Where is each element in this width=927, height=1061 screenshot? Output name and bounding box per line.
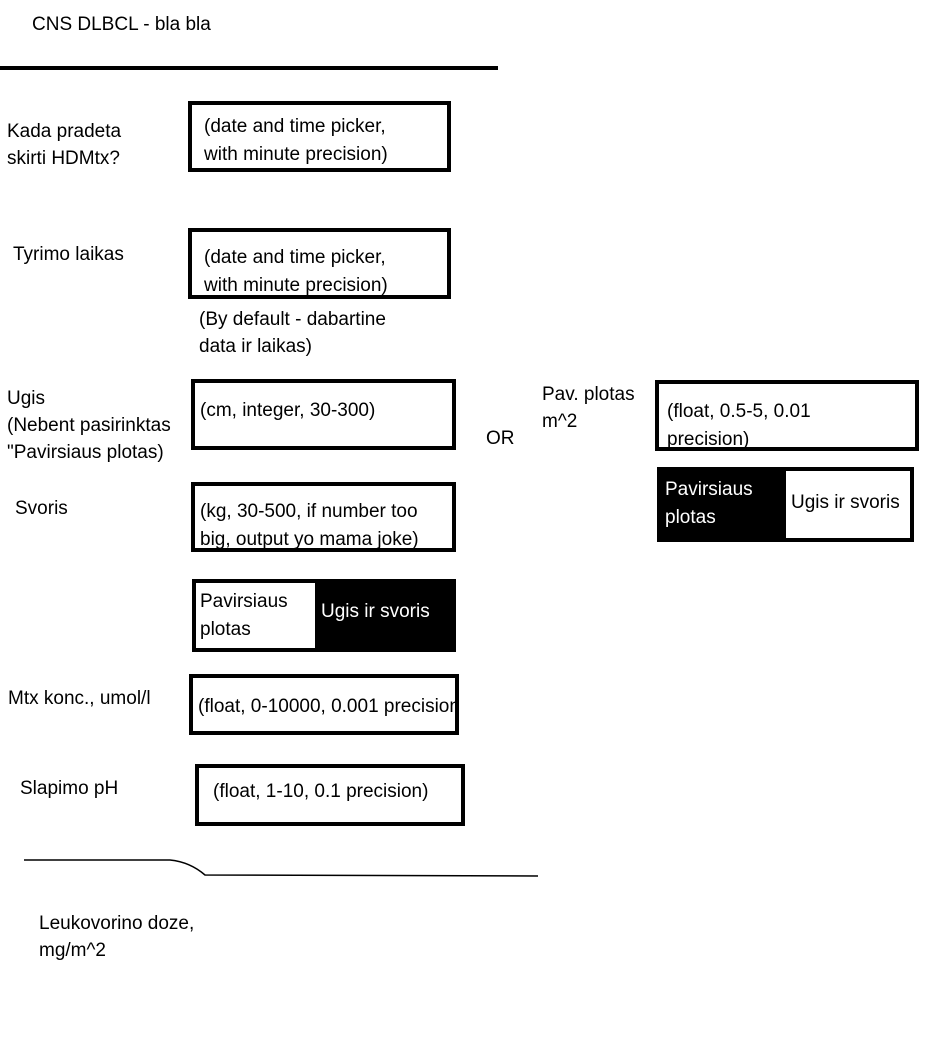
surface-mode-toggle-right[interactable]: Pavirsiaus plotas Ugis ir svoris	[657, 467, 914, 542]
weight-label: Svoris	[15, 498, 68, 519]
start-time-label: Kada pradeta skirti HDMtx?	[7, 121, 122, 169]
section-divider	[24, 859, 539, 877]
toggle-right-surface-option[interactable]: Pavirsiaus plotas	[661, 471, 786, 538]
start-time-picker[interactable]: (date and time picker, with minute preci…	[188, 101, 451, 172]
area-input[interactable]: (float, 0.5-5, 0.01 precision)	[655, 380, 919, 451]
test-time-placeholder: (date and time picker, with minute preci…	[204, 247, 388, 296]
weight-placeholder: (kg, 30-500, if number too big, output y…	[200, 501, 419, 550]
mtx-input[interactable]	[189, 674, 459, 735]
height-label: Ugis (Nebent pasirinktas "Pavirsiaus plo…	[7, 388, 171, 463]
page-title: CNS DLBCL - bla bla	[32, 14, 211, 35]
start-time-placeholder: (date and time picker, with minute preci…	[204, 116, 388, 165]
ph-label: Slapimo pH	[20, 778, 119, 799]
mtx-placeholder: (float, 0-10000, 0.001 precision	[198, 696, 460, 717]
leucovorin-label: Leukovorino doze, mg/m^2	[39, 913, 195, 961]
toggle-left-height-weight-option[interactable]: Ugis ir svoris	[315, 583, 452, 648]
ph-placeholder: (float, 1-10, 0.1 precision)	[213, 781, 429, 802]
surface-mode-toggle-left[interactable]: Pavirsiaus plotas Ugis ir svoris	[192, 579, 456, 652]
header-divider	[0, 66, 498, 70]
test-time-note: (By default - dabartine data ir laikas)	[199, 309, 386, 357]
test-time-label: Tyrimo laikas	[13, 244, 124, 265]
or-separator: OR	[486, 428, 515, 449]
test-time-picker[interactable]: (date and time picker, with minute preci…	[188, 228, 451, 299]
ph-input[interactable]: (float, 1-10, 0.1 precision)	[195, 764, 465, 826]
mtx-label: Mtx konc., umol/l	[8, 688, 151, 709]
area-placeholder: (float, 0.5-5, 0.01 precision)	[667, 401, 811, 450]
weight-input[interactable]: (kg, 30-500, if number too big, output y…	[191, 482, 456, 552]
area-label: Pav. plotas m^2	[542, 384, 635, 432]
height-placeholder: (cm, integer, 30-300)	[200, 400, 376, 421]
toggle-right-height-weight-option[interactable]: Ugis ir svoris	[786, 471, 910, 538]
height-input[interactable]: (cm, integer, 30-300)	[191, 379, 456, 450]
toggle-left-surface-option[interactable]: Pavirsiaus plotas	[196, 583, 315, 648]
